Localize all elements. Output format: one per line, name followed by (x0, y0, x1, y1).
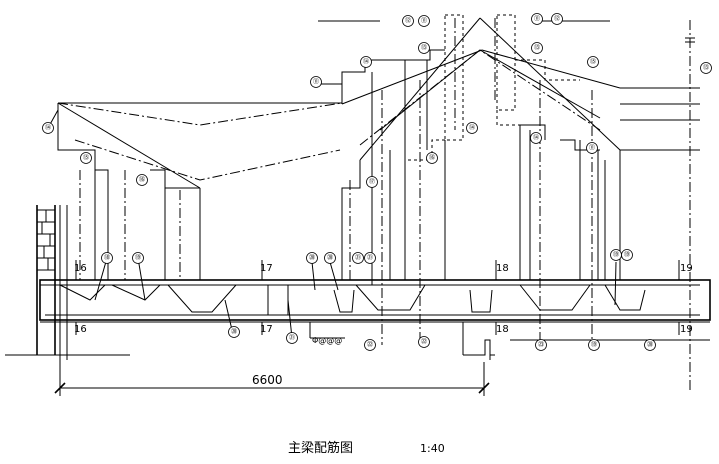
svg-text:⑪: ⑪ (589, 144, 595, 152)
svg-text:⑫: ⑫ (554, 15, 560, 23)
callout-15: ⑮ (80, 152, 92, 164)
svg-text:⑬: ⑬ (421, 44, 427, 52)
callout-22: ⑳ (324, 252, 336, 264)
callout-01: ⑫ (402, 15, 414, 27)
svg-text:㉑: ㉑ (289, 334, 295, 342)
callout-18: ⑰ (366, 176, 378, 188)
rebar-centerlines (57, 18, 601, 345)
svg-text:⑪: ⑪ (421, 17, 427, 25)
callout-25: ⑲ (610, 249, 622, 261)
callout-27: ⑳ (228, 326, 240, 338)
callout-19: ⑱ (101, 252, 113, 264)
svg-text:⑭: ⑭ (533, 134, 539, 142)
svg-text:⑳: ⑳ (231, 328, 237, 336)
axis-label-17-top: 17 (260, 263, 273, 274)
callout-08: ⑮ (587, 56, 599, 68)
callout-02: ⑪ (418, 15, 430, 27)
callout-30: ㉒ (418, 336, 430, 348)
callout-21: ⑳ (306, 252, 318, 264)
callout-13: ⑭ (530, 132, 542, 144)
svg-text:⑲: ⑲ (591, 341, 597, 349)
callout-leaders (47, 20, 617, 339)
callout-17: ⑯ (136, 174, 148, 186)
callout-28: ㉑ (286, 332, 298, 344)
callout-10: ⑪ (310, 76, 322, 88)
axis-label-19-top: 19 (680, 263, 693, 274)
span-dimension: 6600 (252, 373, 283, 387)
section-label: Φ@@@ (309, 322, 345, 345)
right-axis (685, 20, 695, 390)
callout-33: ⑳ (644, 339, 656, 351)
drawing-scale: 1:40 (420, 442, 445, 455)
svg-text:⑬: ⑬ (534, 44, 540, 52)
svg-text:⑳: ⑳ (327, 254, 333, 262)
svg-text:⑮: ⑮ (83, 154, 89, 162)
svg-text:⑳: ⑳ (647, 341, 653, 349)
svg-text:⑭: ⑭ (469, 124, 475, 132)
callout-12: ⑭ (466, 122, 478, 134)
svg-text:⑯: ⑯ (429, 154, 435, 162)
beam-stirrups (59, 284, 646, 315)
svg-text:⑫: ⑫ (405, 17, 411, 25)
svg-text:⑲: ⑲ (624, 251, 630, 259)
axis-label-16-top: 16 (74, 263, 87, 274)
drawing-title-block: 主梁配筋图 1:40 (288, 440, 445, 456)
callout-26: ⑲ (621, 249, 633, 261)
callout-11: ⑭ (42, 122, 54, 134)
svg-text:㉑: ㉑ (367, 254, 373, 262)
main-beam (39, 279, 711, 323)
svg-text:㉒: ㉒ (421, 338, 427, 346)
section-label-text: Φ@@@ (312, 336, 342, 345)
callout-03: ⑪ (531, 13, 543, 25)
svg-text:⑮: ⑮ (590, 58, 596, 66)
truss-outline (57, 14, 700, 280)
callout-06: ⑬ (531, 42, 543, 54)
svg-text:⑲: ⑲ (613, 251, 619, 259)
svg-text:⑬: ⑬ (703, 64, 709, 72)
callout-09: ⑬ (700, 62, 712, 74)
svg-text:⑪: ⑪ (534, 15, 540, 23)
axis-label-19-bottom: 19 (680, 324, 693, 335)
callout-16: ⑯ (426, 152, 438, 164)
svg-text:⑱: ⑱ (104, 254, 110, 262)
callout-31: ㉓ (535, 339, 547, 351)
svg-text:㉒: ㉒ (367, 341, 373, 349)
svg-text:⑭: ⑭ (363, 58, 369, 66)
callout-bubbles: ⑫ ⑪ ⑪ ⑫ ⑬ ⑬ ⑭ ⑮ ⑬ ⑪ ⑭ ⑭ ⑭ ⑪ ⑮ ⑯ ⑯ ⑰ ⑱ ⑲ … (42, 13, 712, 351)
callout-05: ⑬ (418, 42, 430, 54)
svg-text:⑭: ⑭ (45, 124, 51, 132)
axis-label-18-top: 18 (496, 263, 509, 274)
callout-07: ⑭ (360, 56, 372, 68)
callout-29: ㉒ (364, 339, 376, 351)
dimension-6600: 6600 (54, 360, 490, 396)
callout-14: ⑪ (586, 142, 598, 154)
drawing-title: 主梁配筋图 (288, 440, 353, 456)
callout-23: ㉑ (352, 252, 364, 264)
svg-text:㉑: ㉑ (355, 254, 361, 262)
svg-text:⑪: ⑪ (313, 78, 319, 86)
callout-20: ⑲ (132, 252, 144, 264)
axis-label-18-bottom: 18 (496, 324, 509, 335)
svg-text:⑰: ⑰ (369, 178, 375, 186)
callout-24: ㉑ (364, 252, 376, 264)
axis-label-16-bottom: 16 (74, 324, 87, 335)
svg-text:⑳: ⑳ (309, 254, 315, 262)
svg-text:⑲: ⑲ (135, 254, 141, 262)
callout-32: ⑲ (588, 339, 600, 351)
svg-text:⑯: ⑯ (139, 176, 145, 184)
callout-04: ⑫ (551, 13, 563, 25)
svg-text:㉓: ㉓ (538, 341, 544, 349)
axis-marks: 16 16 17 17 18 18 19 19 (74, 260, 693, 335)
left-column (5, 205, 130, 360)
axis-label-17-bottom: 17 (260, 324, 273, 335)
